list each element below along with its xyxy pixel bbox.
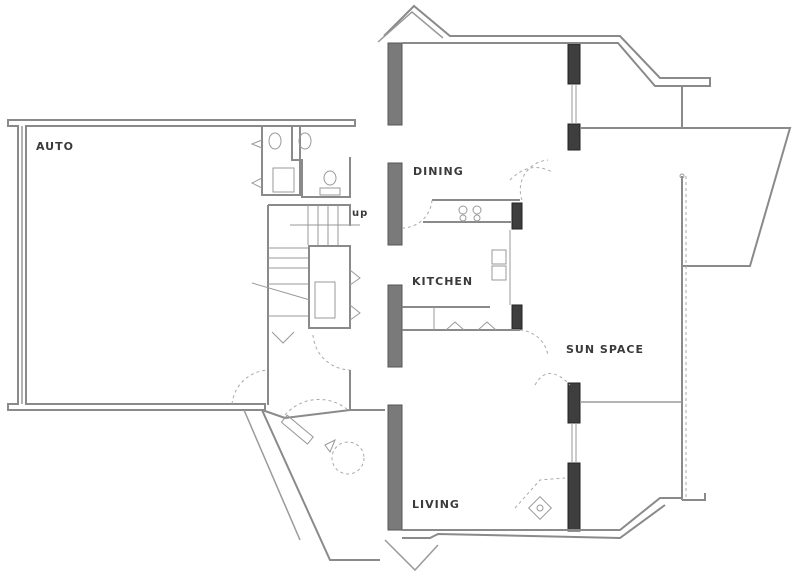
room-label-living: LIVING	[412, 498, 460, 511]
room-label-auto: AUTO	[36, 140, 74, 153]
bath-cluster	[250, 126, 351, 198]
kitchen-fixtures	[401, 159, 571, 386]
room-label-kitchen: KITCHEN	[412, 275, 474, 288]
room-label-dining: DINING	[413, 165, 464, 178]
north-wall	[377, 4, 711, 128]
south-wall	[384, 477, 682, 572]
stair-up-label: up	[352, 208, 369, 219]
entry-vestibule	[231, 334, 385, 561]
staircase	[251, 204, 361, 405]
room-label-sun-space: SUN SPACE	[566, 343, 644, 356]
sun-space-glazing	[580, 127, 792, 501]
thermal-mass-walls	[387, 42, 581, 532]
